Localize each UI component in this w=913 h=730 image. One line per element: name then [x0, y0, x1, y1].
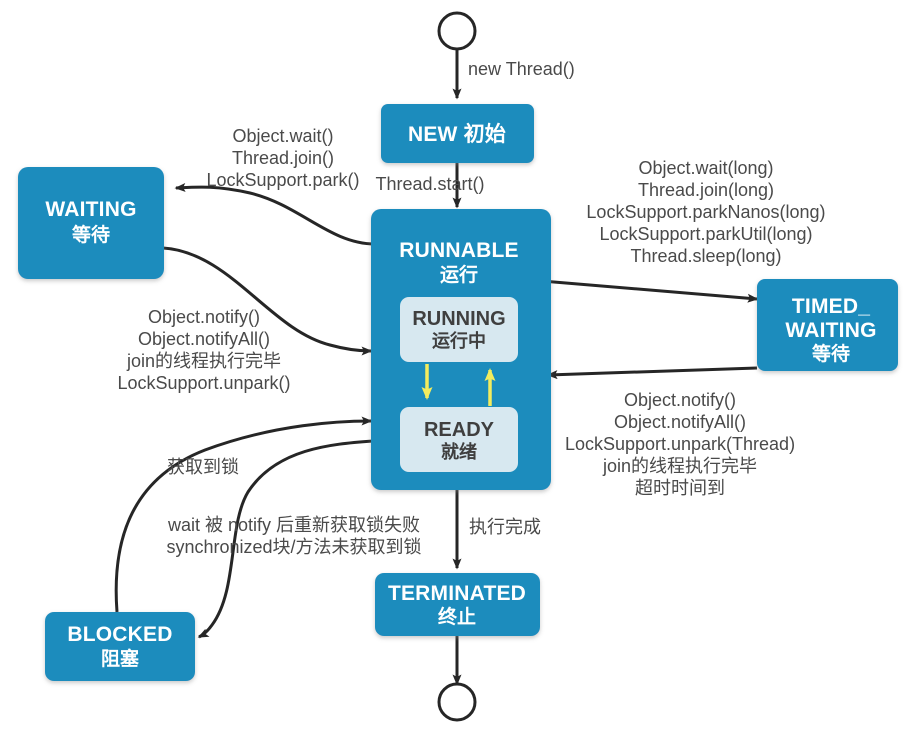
edge-runnable-to-waiting	[174, 183, 376, 246]
state-ready-label-en: READY	[424, 419, 495, 441]
state-box-new[interactable]: NEW 初始	[381, 104, 534, 163]
state-runnable-label-en: RUNNABLE	[399, 239, 518, 262]
state-timed-waiting-label-line1: TIMED_	[792, 295, 870, 318]
label-thread-start: Thread.start()	[375, 174, 484, 194]
state-blocked-label-en: BLOCKED	[67, 623, 172, 646]
state-waiting-label-en: WAITING	[45, 198, 136, 221]
state-ready-rect	[400, 407, 518, 472]
state-blocked-rect	[45, 612, 195, 681]
end-node-circle	[437, 682, 477, 722]
edge-runnable-to-timed-waiting	[541, 279, 759, 303]
label-timed-waiting-to-runnable-line-3: join的线程执行完毕	[602, 456, 757, 476]
label-timed-waiting-to-runnable-line-4: 超时时间到	[635, 478, 725, 498]
state-ready-label-cn: 就绪	[441, 441, 477, 462]
state-running-label-en: RUNNING	[412, 308, 505, 330]
edge-waiting-to-runnable	[162, 246, 373, 356]
state-runnable-label-cn: 运行	[440, 263, 478, 286]
state-waiting-label-cn: 等待	[71, 223, 110, 246]
label-timed-waiting-to-runnable-line-1: Object.notifyAll()	[614, 412, 746, 432]
state-terminated-label-en: TERMINATED	[388, 582, 526, 605]
label-waiting-to-runnable-line-1: Object.notifyAll()	[138, 329, 270, 349]
state-box-waiting[interactable]: WAITING 等待	[18, 167, 164, 279]
label-runnable-to-waiting: Object.wait() Thread.join() LockSupport.…	[206, 126, 359, 190]
label-runnable-to-waiting-line-1: Thread.join()	[232, 148, 334, 168]
label-runnable-to-blocked: wait 被 notify 后重新获取锁失败 synchronized块/方法未…	[166, 515, 421, 557]
state-box-terminated[interactable]: TERMINATED 终止	[375, 573, 540, 636]
edge-blocked-to-runnable	[114, 416, 373, 613]
label-blocked-to-runnable: 获取到锁	[167, 457, 239, 477]
label-runnable-to-waiting-line-2: LockSupport.park()	[206, 170, 359, 190]
state-timed-waiting-label-line2: WAITING	[785, 319, 876, 342]
label-runnable-to-timed-waiting: Object.wait(long) Thread.join(long) Lock…	[586, 158, 825, 266]
label-runnable-to-blocked-line-1: synchronized块/方法未获取到锁	[166, 537, 421, 557]
label-runnable-to-timed-waiting-line-0: Object.wait(long)	[638, 158, 773, 178]
state-box-timed-waiting[interactable]: TIMED_ WAITING 等待	[757, 279, 898, 371]
edge-timed-waiting-to-runnable	[546, 366, 758, 380]
state-running-rect	[400, 297, 518, 362]
label-runnable-to-timed-waiting-line-2: LockSupport.parkNanos(long)	[586, 202, 825, 222]
label-new-thread: new Thread()	[468, 59, 575, 79]
label-waiting-to-runnable-line-3: LockSupport.unpark()	[117, 373, 290, 393]
state-new-label: NEW 初始	[408, 122, 506, 146]
label-waiting-to-runnable-line-2: join的线程执行完毕	[126, 351, 281, 371]
label-timed-waiting-to-runnable-line-0: Object.notify()	[624, 390, 736, 410]
label-timed-waiting-to-runnable-line-2: LockSupport.unpark(Thread)	[565, 434, 795, 454]
label-waiting-to-runnable-line-0: Object.notify()	[148, 307, 260, 327]
state-running-label-cn: 运行中	[432, 330, 486, 351]
state-box-blocked[interactable]: BLOCKED 阻塞	[45, 612, 195, 681]
state-box-running[interactable]: RUNNING 运行中	[400, 297, 518, 362]
label-runnable-to-terminated: 执行完成	[469, 517, 541, 537]
state-new-rect	[381, 104, 534, 163]
label-runnable-to-blocked-line-0: wait 被 notify 后重新获取锁失败	[167, 515, 420, 535]
edge-runnable-to-blocked	[197, 439, 374, 639]
state-waiting-rect	[18, 167, 164, 279]
state-blocked-label-cn: 阻塞	[101, 647, 140, 670]
label-runnable-to-waiting-line-0: Object.wait()	[232, 126, 333, 146]
label-runnable-to-timed-waiting-line-4: Thread.sleep(long)	[630, 246, 781, 266]
state-terminated-label-cn: 终止	[438, 605, 476, 628]
label-waiting-to-runnable: Object.notify() Object.notifyAll() join的…	[117, 307, 290, 393]
label-timed-waiting-to-runnable: Object.notify() Object.notifyAll() LockS…	[565, 390, 795, 498]
state-timed-waiting-label-cn: 等待	[811, 342, 850, 365]
label-runnable-to-timed-waiting-line-1: Thread.join(long)	[638, 180, 774, 200]
state-timed-waiting-rect	[757, 279, 898, 371]
start-node-circle	[437, 11, 477, 51]
state-terminated-rect	[375, 573, 540, 636]
state-box-ready[interactable]: READY 就绪	[400, 407, 518, 472]
label-runnable-to-timed-waiting-line-3: LockSupport.parkUtil(long)	[599, 224, 812, 244]
